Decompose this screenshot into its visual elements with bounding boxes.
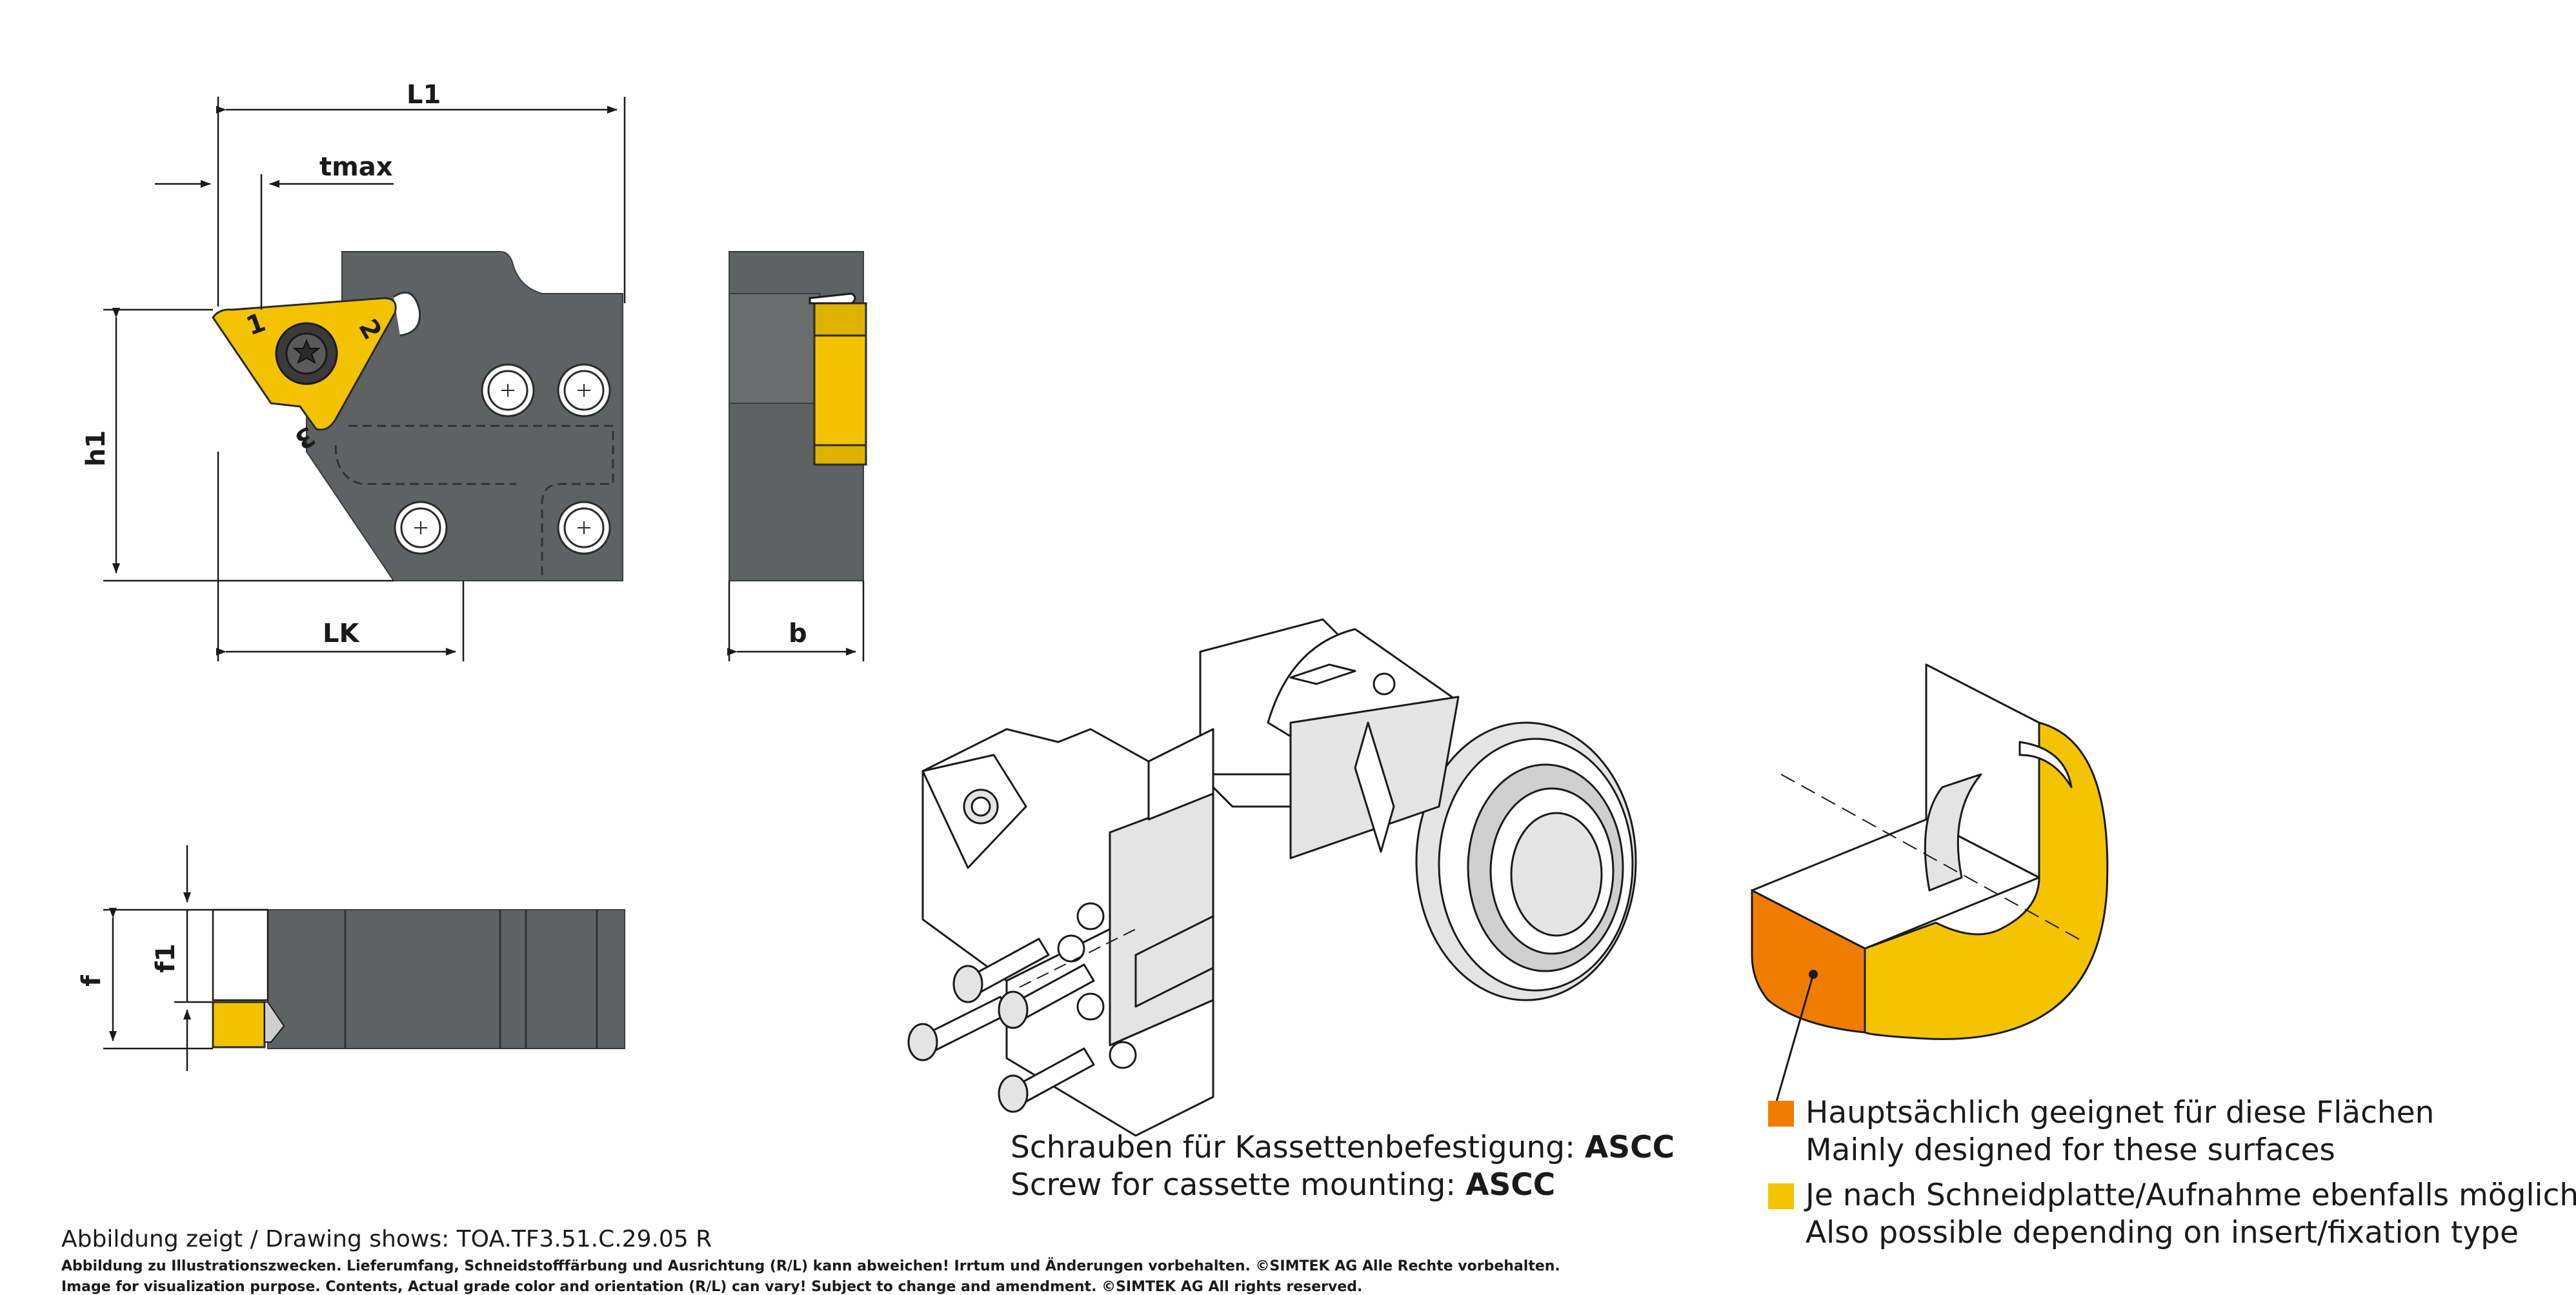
cassette-screws — [907, 938, 1095, 1113]
yellow-surface — [1864, 721, 2109, 1040]
legend-swatch-yellow — [1768, 1183, 1794, 1209]
legend-orange-de: Hauptsächlich geeignet für diese Flächen — [1806, 1095, 2435, 1130]
hidden-contour — [348, 425, 614, 581]
legend-orange-en: Mainly designed for these surfaces — [1806, 1132, 2335, 1168]
dim-h1: h1 — [81, 430, 111, 467]
cassette-body-front — [306, 251, 623, 581]
screw-caption-de: Schrauben für Kassettenbefestigung: ASCC — [1011, 1130, 1675, 1165]
dim-LK: LK — [323, 619, 360, 648]
disclaimer-en: Image for visualization purpose. Content… — [61, 1279, 1363, 1295]
top-view: f f1 — [77, 845, 625, 1071]
legend-yellow-de: Je nach Schneidplatte/Aufnahme ebenfalls… — [1806, 1178, 2576, 1213]
disclaimer-de: Abbildung zu Illustrationszwecken. Liefe… — [61, 1258, 1560, 1274]
surface-illustration — [1751, 663, 2109, 1120]
assembly-isometric — [907, 618, 1637, 1137]
cassette-body-top — [267, 909, 625, 1049]
side-view: b — [727, 251, 867, 661]
legend-yellow-en: Also possible depending on insert/fixati… — [1806, 1215, 2519, 1250]
chip-notch — [393, 291, 421, 337]
dim-f1: f1 — [151, 943, 181, 972]
dim-L1: L1 — [407, 80, 441, 110]
hidden-contour-2 — [334, 445, 516, 485]
screw-caption-en: Screw for cassette mounting: ASCC — [1011, 1167, 1556, 1203]
drawing-reference: Abbildung zeigt / Drawing shows: TOA.TF3… — [61, 1226, 712, 1252]
clamp-tip — [809, 292, 856, 305]
screw-code-de: ASCC — [1584, 1130, 1675, 1165]
torx-icon — [292, 339, 321, 365]
front-view: 1 2 3 L1 tmax h1 LK — [81, 80, 626, 661]
dim-f: f — [77, 975, 106, 987]
insert-top — [212, 1001, 266, 1049]
dim-tmax: tmax — [319, 152, 393, 182]
orange-surface — [1751, 888, 1866, 1034]
legend-swatch-orange — [1768, 1101, 1794, 1127]
dim-b: b — [789, 619, 807, 648]
screw-code-en: ASCC — [1465, 1167, 1556, 1203]
